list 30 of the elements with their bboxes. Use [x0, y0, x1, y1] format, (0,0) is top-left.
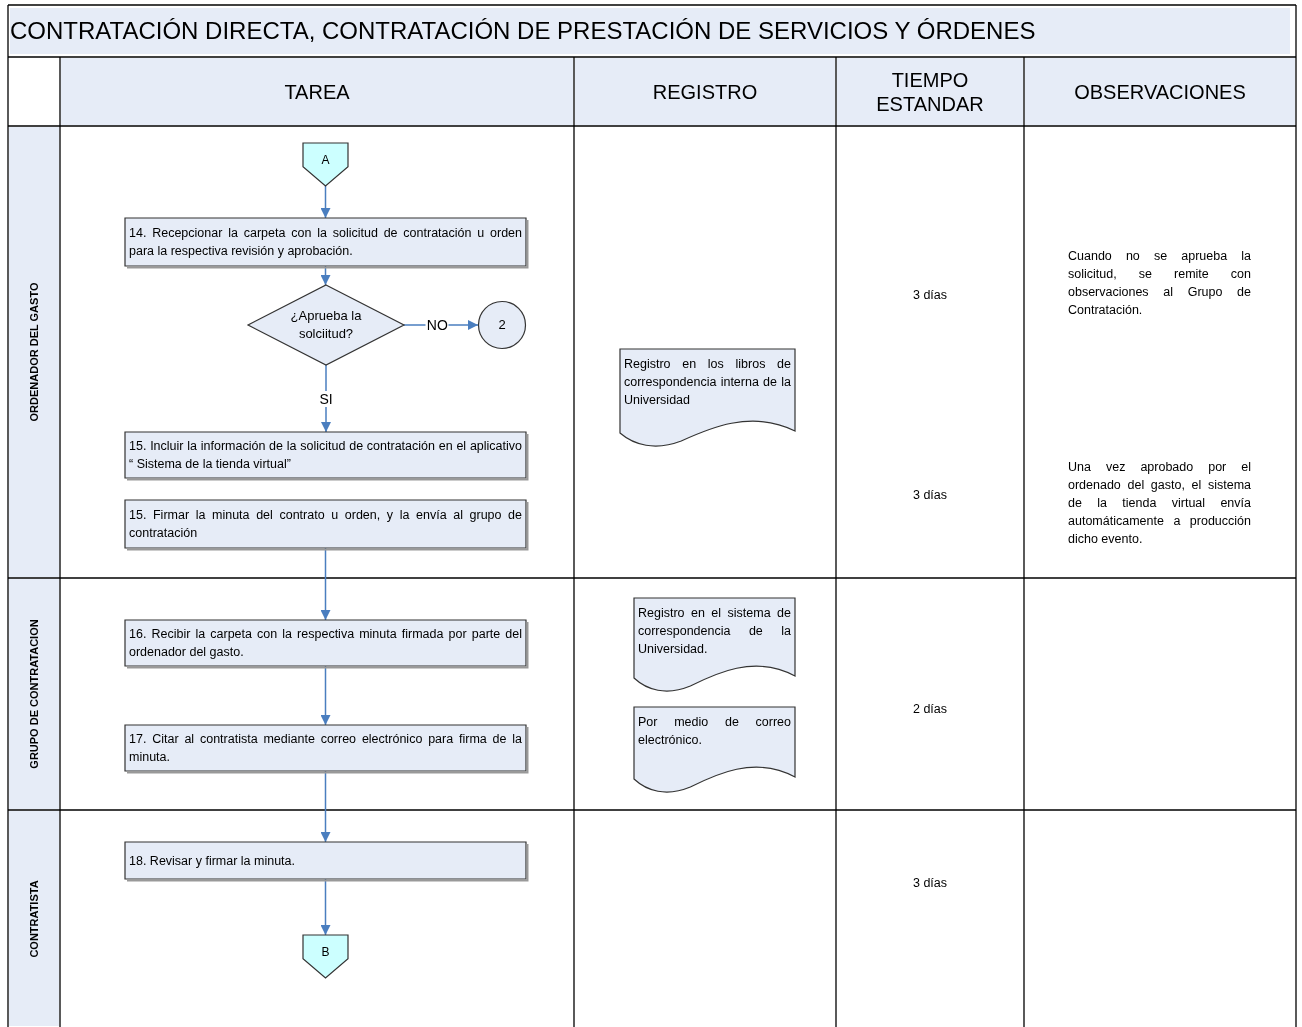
- column-header: TIEMPO ESTANDAR: [837, 58, 1023, 125]
- time-text: 3 días: [911, 875, 949, 892]
- document-shape: Por medio de correo electrónico.: [634, 707, 795, 791]
- column-header: OBSERVACIONES: [1025, 58, 1295, 125]
- offpage-connector: B: [303, 935, 348, 978]
- lane-header: CONTRATISTA: [9, 811, 59, 1026]
- decision-diamond: ¿Aprueba la solciitud?: [248, 285, 404, 365]
- arrow: [320, 185, 331, 219]
- process-box: 18. Revisar y firmar la minuta.: [125, 842, 526, 879]
- process-box: 15. Firmar la minuta del contrato u orden, y la envía al grupo de contratación: [125, 500, 526, 548]
- observation-text: Una vez aprobado por el ordenado del gasto, el sistema de la tienda virtual envía automáticamente a producción dicho evento.: [1068, 459, 1251, 548]
- column-header: TAREA: [61, 58, 573, 125]
- diagram-title: CONTRATACIÓN DIRECTA, CONTRATACIÓN DE PRESTACIÓN DE SERVICIOS Y ÓRDENES: [10, 8, 1290, 54]
- lane-header: GRUPO DE CONTRATACION: [9, 579, 59, 809]
- time-text: 2 días: [911, 701, 949, 718]
- process-box: 15. Incluir la información de la solicitud de contratación en el aplicativo “ Sistema de la tienda virtual”: [125, 432, 526, 478]
- offpage-connector: A: [303, 143, 348, 186]
- time-text: 3 días: [911, 487, 949, 504]
- connector-circle: 2: [478, 301, 526, 349]
- lane-header: ORDENADOR DEL GASTO: [9, 127, 59, 577]
- edge-label: SI: [318, 390, 334, 407]
- process-box: 14. Recepcionar la carpeta con la solicitud de contratación u orden para la respectiva revisión y aprobación.: [125, 218, 526, 266]
- process-box: 17. Citar al contratista mediante correo electrónico para firma de la minuta.: [125, 725, 526, 771]
- document-shape: Registro en los libros de correspondencia interna de la Universidad: [620, 349, 795, 445]
- column-header: REGISTRO: [575, 58, 835, 125]
- edge-label: NO: [425, 317, 449, 333]
- observation-text: Cuando no se aprueba la solicitud, se remite con observaciones al Grupo de Contratación.: [1068, 248, 1251, 319]
- process-box: 16. Recibir la carpeta con la respectiva minuta firmada por parte del ordenador del gasto.: [125, 620, 526, 666]
- time-text: 3 días: [911, 287, 949, 304]
- document-shape: Registro en el sistema de correspondencia de la Universidad.: [634, 598, 795, 690]
